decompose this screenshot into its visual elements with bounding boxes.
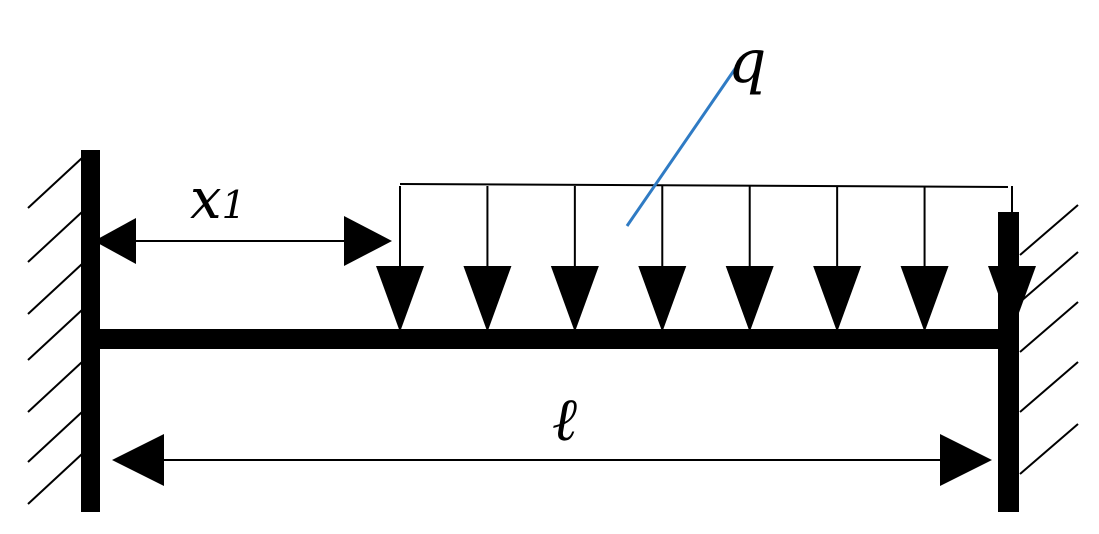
span-right-arrowhead: [940, 434, 992, 486]
load-top-line: [399, 183, 1009, 188]
distributed-load-arrows: [376, 186, 1036, 332]
offset-left-arrowhead: [94, 218, 136, 264]
span-left-arrowhead: [112, 434, 164, 486]
load-arrow-head: [376, 266, 424, 332]
right-wall: [998, 212, 1019, 512]
left-wall-hatching: [27, 157, 83, 505]
span-label: ℓ: [552, 385, 577, 455]
right-wall-hatching: [1019, 204, 1079, 475]
offset-dimension: [94, 216, 392, 266]
load-arrow-head: [550, 266, 599, 332]
load-label: q: [728, 27, 766, 97]
load-arrow-head: [638, 266, 687, 332]
offset-label-subscript: 1: [222, 183, 246, 227]
load-leader-line: [625, 65, 739, 227]
offset-right-arrowhead: [344, 216, 392, 266]
offset-label: x1: [190, 167, 246, 232]
load-arrow-head: [813, 266, 862, 332]
load-arrow-head: [988, 266, 1036, 332]
offset-label-symbol: x: [190, 167, 222, 232]
load-arrow-head: [463, 266, 512, 332]
span-dimension: [112, 434, 992, 486]
left-wall: [81, 150, 100, 512]
load-arrow-head: [900, 266, 949, 332]
beam: [100, 329, 1000, 349]
load-arrow-head: [725, 266, 774, 332]
